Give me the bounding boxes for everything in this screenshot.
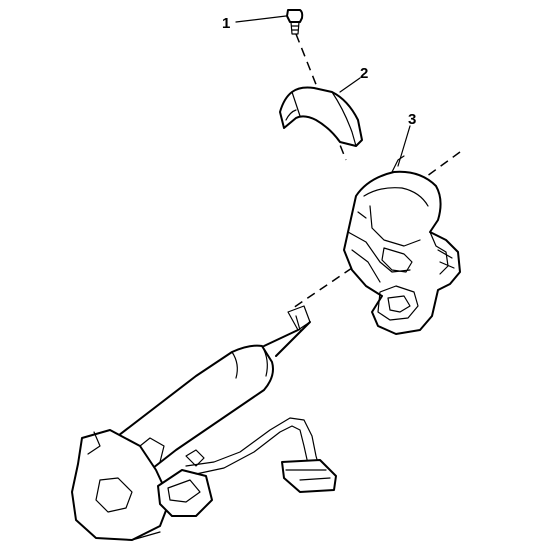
callout-label-2: 2 — [360, 65, 368, 82]
lock-housing-part-3 — [343, 155, 461, 335]
callout-label-3: 3 — [408, 111, 416, 128]
steering-column — [71, 305, 337, 541]
callout-label-1: 1 — [222, 15, 230, 32]
screw-part-1 — [286, 9, 304, 35]
callout-leaders — [235, 15, 411, 167]
cover-part-2 — [279, 86, 363, 147]
